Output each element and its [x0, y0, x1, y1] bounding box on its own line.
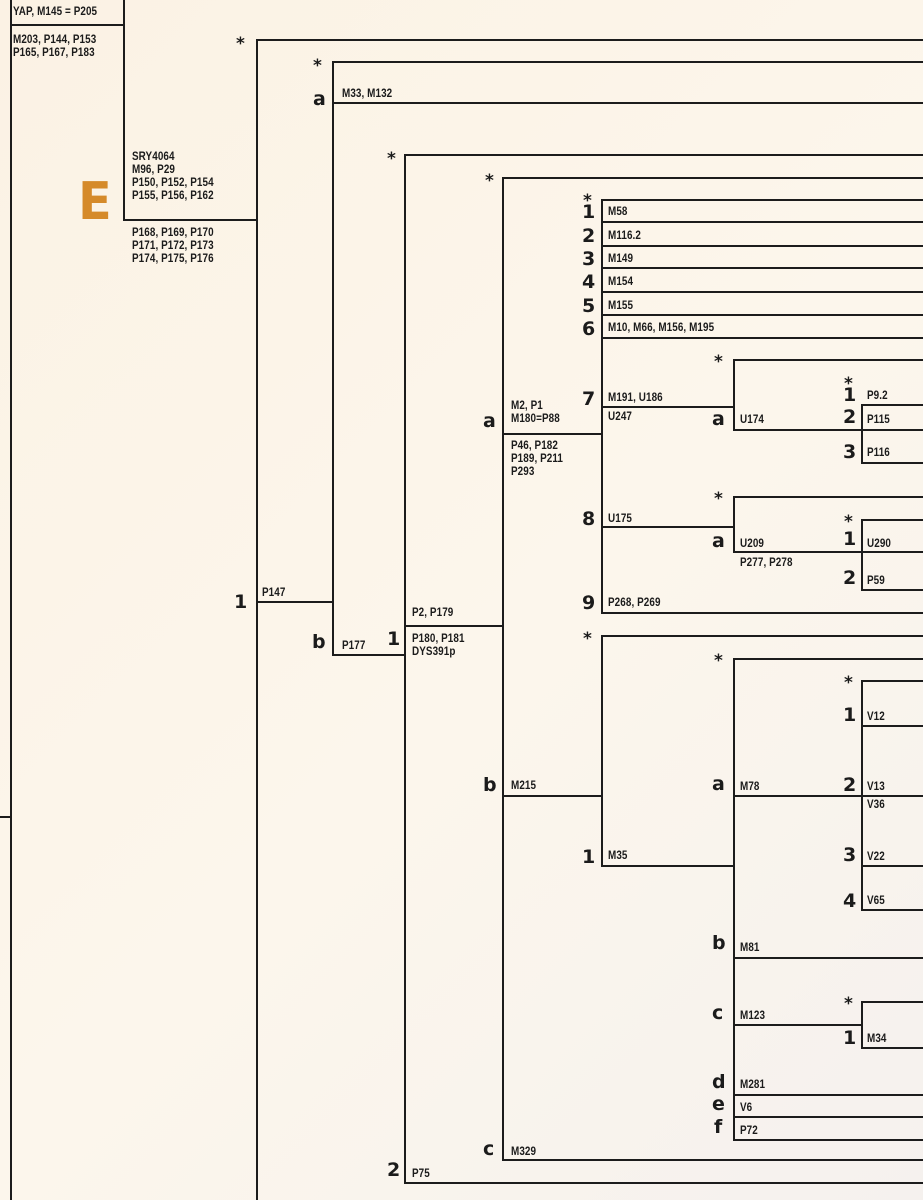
e1b1b1-markers: M35 [608, 850, 628, 862]
e1-markers: P147 [262, 587, 286, 599]
root-markers-mid: M203, P144, P153 P165, P167, P183 [13, 34, 97, 59]
e1b1a1-star-marker: * [583, 191, 592, 211]
e2-markers: P75 [412, 1168, 430, 1180]
e1b1a7a3-markers: P116 [867, 447, 890, 459]
e1b1a8a-star-marker: * [844, 512, 853, 532]
e1b1a7a1-markers: P9.2 [867, 390, 888, 402]
root-markers-top: YAP, M145 = P205 [13, 6, 98, 18]
e1b1a7a-markers: U174 [740, 414, 764, 426]
e1b1b1f-markers: P72 [740, 1125, 758, 1137]
e1b1a7a-index: a [712, 408, 725, 430]
e1b1a8a-markers-top: U209 [740, 538, 764, 550]
e1b1b1c-index: c [712, 1002, 724, 1024]
e1b1b1c1-index: 1 [843, 1027, 857, 1049]
e1b1a9-index: 9 [582, 592, 596, 614]
e1b1-index: 1 [387, 628, 401, 650]
e1b1a2-index: 2 [582, 225, 596, 247]
e1b1-markers-bottom: P180, P181 DYS391p [412, 633, 465, 658]
e1b1b1a1-index: 1 [843, 704, 857, 726]
e1b1b1b-markers: M81 [740, 942, 760, 954]
e1b1b1a4-index: 4 [843, 890, 857, 912]
e1b1b1a-index: a [712, 773, 725, 795]
e1b1b-index: b [483, 774, 497, 796]
e1b-star-marker: * [387, 149, 396, 169]
e1b1a7-markers-top: M191, U186 [608, 392, 663, 404]
e1a-index: a [313, 88, 326, 110]
e1b1-star-marker: * [485, 171, 494, 191]
e1b1a6-markers: M10, M66, M156, M195 [608, 322, 715, 334]
e-defining-markers-top: SRY4064 M96, P29 P150, P152, P154 P155, … [132, 151, 214, 202]
e1b1a7-markers-bottom: U247 [608, 411, 632, 423]
e1a-markers: M33, M132 [342, 88, 393, 100]
e2-index: 2 [387, 1159, 401, 1181]
e-stem [123, 24, 258, 221]
e1b1b1a4-markers: V65 [867, 895, 885, 907]
e1b1b1c1-markers: M34 [867, 1033, 887, 1045]
e1b1a7a3-index: 3 [843, 441, 857, 463]
e1b1a6-index: 6 [582, 318, 596, 340]
e1b1a7a2-markers: P115 [867, 414, 890, 426]
e1b1a8a2-markers: P59 [867, 575, 885, 587]
e1b1a8a1-markers: U290 [867, 538, 891, 550]
e1b1b1b-index: b [712, 932, 726, 954]
e-star-marker: * [236, 34, 245, 54]
e1b1a9-markers: P268, P269 [608, 597, 661, 609]
e-defining-markers-bottom: P168, P169, P170 P171, P172, P173 P174, … [132, 227, 214, 265]
e1b1a4-index: 4 [582, 271, 596, 293]
e1b1b1a2-markers-top: V13 [867, 781, 885, 793]
e1b1a8a2-index: 2 [843, 567, 857, 589]
e1b1b1e-index: e [712, 1093, 725, 1115]
e1b1a1-index: 1 [582, 201, 596, 223]
e1b1a-index: a [483, 410, 496, 432]
e1b1b1f-index: f [714, 1116, 723, 1138]
haplogroup-e-letter: E [78, 172, 112, 232]
e1b1a2-markers: M116.2 [608, 230, 641, 242]
e1b-markers: P177 [342, 640, 366, 652]
e1b1a3-markers: M149 [608, 253, 634, 265]
e1b1c-markers: M329 [511, 1146, 537, 1158]
e1b1b1e-markers: V6 [740, 1102, 753, 1114]
e1b1a7a1-star-marker: * [844, 374, 853, 394]
e1b1b1a1-markers: V12 [867, 711, 885, 723]
e1b1a8-index: 8 [582, 508, 596, 530]
e1b1a-markers-bottom: P46, P182 P189, P211 P293 [511, 440, 564, 478]
e1b1a1-markers: M58 [608, 206, 628, 218]
e1b1b1a2-markers-bottom: V36 [867, 799, 885, 811]
e1b1b1-star-marker: * [714, 651, 723, 671]
e1b1a-markers-top: M2, P1 M180=P88 [511, 400, 560, 425]
e1b-index: b [312, 631, 326, 653]
e1b1a5-index: 5 [582, 295, 596, 317]
e1b1b1d-markers: M281 [740, 1079, 766, 1091]
e1b1c-index: c [483, 1138, 495, 1160]
e1b1a8-star-marker: * [714, 489, 723, 509]
e1b1b-markers: M215 [511, 780, 537, 792]
e1b1b1a-star-marker: * [844, 673, 853, 693]
e1b1b1-index: 1 [582, 846, 596, 868]
e1-star-marker: * [313, 56, 322, 76]
e1b1a8a-index: a [712, 530, 725, 552]
e1b1b1a-markers: M78 [740, 781, 760, 793]
e1b1a7-index: 7 [582, 388, 596, 410]
e1b1b1a2-index: 2 [843, 774, 857, 796]
e1b1b1a3-index: 3 [843, 844, 857, 866]
e1b1a5-markers: M155 [608, 300, 634, 312]
e1b1a8a1-index: 1 [843, 528, 857, 550]
e1b1b1a3-markers: V22 [867, 851, 885, 863]
e1b1b1c-markers: M123 [740, 1010, 766, 1022]
e1b1a8a-markers-bottom: P277, P278 [740, 557, 793, 569]
e1b1b1d-index: d [712, 1071, 726, 1093]
e1b1a3-index: 3 [582, 248, 596, 270]
e1b1a7a2-index: 2 [843, 406, 857, 428]
e1b1b1c-star-marker: * [844, 994, 853, 1014]
e1b1a8-markers: U175 [608, 513, 632, 525]
e1b1a7a1-index: 1 [843, 384, 857, 406]
e1b1-markers-top: P2, P179 [412, 607, 454, 619]
e1b1a4-markers: M154 [608, 276, 634, 288]
e1b1b-star-marker: * [583, 629, 592, 649]
e1-index: 1 [234, 591, 248, 613]
e1b1a7-star-marker: * [714, 352, 723, 372]
